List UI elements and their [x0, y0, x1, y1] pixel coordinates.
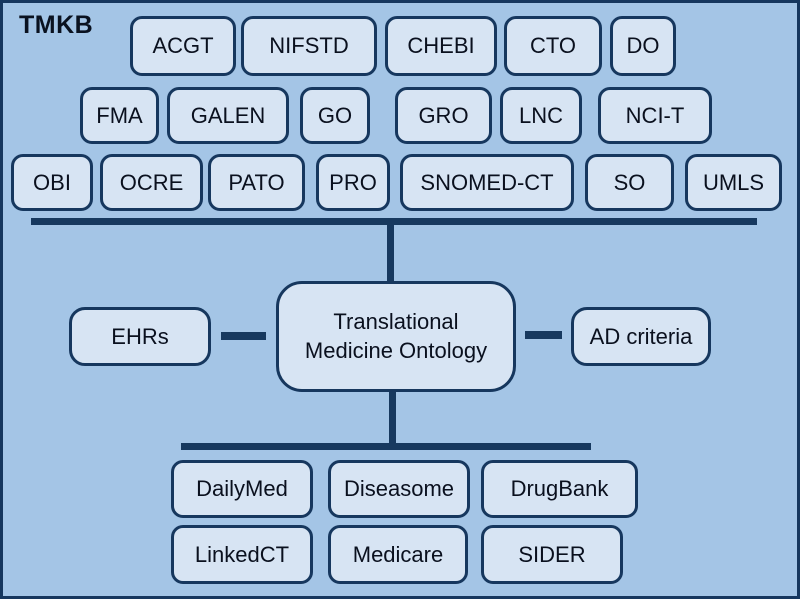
- datasource-node-linkedct: LinkedCT: [171, 525, 313, 584]
- ontology-node-gro: GRO: [395, 87, 492, 144]
- tmo-label: Translational Medicine Ontology: [305, 308, 487, 365]
- ontology-node-nifstd: NIFSTD: [241, 16, 377, 76]
- ontology-node-go: GO: [300, 87, 370, 144]
- ontology-node-so: SO: [585, 154, 674, 211]
- ontology-node-galen: GALEN: [167, 87, 289, 144]
- tmo-label-line2: Medicine Ontology: [304, 337, 488, 363]
- connector-datasources-drop-line: [389, 392, 396, 444]
- ontology-node-cto: CTO: [504, 16, 602, 76]
- datasource-node-dailymed: DailyMed: [171, 460, 313, 518]
- ontology-node-fma: FMA: [80, 87, 159, 144]
- ontology-node-ocre: OCRE: [100, 154, 203, 211]
- ontology-node-pato: PATO: [208, 154, 305, 211]
- datasource-node-sider: SIDER: [481, 525, 623, 584]
- ontology-node-nci-t: NCI-T: [598, 87, 712, 144]
- datasource-node-diseasome: Diseasome: [328, 460, 470, 518]
- datasource-node-medicare: Medicare: [328, 525, 468, 584]
- ontology-node-pro: PRO: [316, 154, 390, 211]
- ontology-node-snomed-ct: SNOMED-CT: [400, 154, 574, 211]
- ontology-node-acgt: ACGT: [130, 16, 236, 76]
- diagram-title: TMKB: [19, 11, 94, 39]
- node-translational-medicine-ontology: Translational Medicine Ontology: [276, 281, 516, 392]
- connector-ad-criteria-dash: [525, 331, 562, 339]
- tmo-label-line1: Translational: [333, 308, 459, 334]
- ontology-node-do: DO: [610, 16, 676, 76]
- node-ehrs: EHRs: [69, 307, 211, 366]
- connector-ontology-drop-line: [387, 225, 394, 281]
- ontology-node-chebi: CHEBI: [385, 16, 497, 76]
- ontology-node-lnc: LNC: [500, 87, 582, 144]
- ontology-node-obi: OBI: [11, 154, 93, 211]
- connector-datasources-bus-bar: [181, 443, 591, 450]
- ontology-node-umls: UMLS: [685, 154, 782, 211]
- node-ad-criteria: AD criteria: [571, 307, 711, 366]
- datasource-node-drugbank: DrugBank: [481, 460, 638, 518]
- connector-ontology-bus-bar: [31, 218, 757, 225]
- connector-ehrs-dash: [221, 332, 266, 340]
